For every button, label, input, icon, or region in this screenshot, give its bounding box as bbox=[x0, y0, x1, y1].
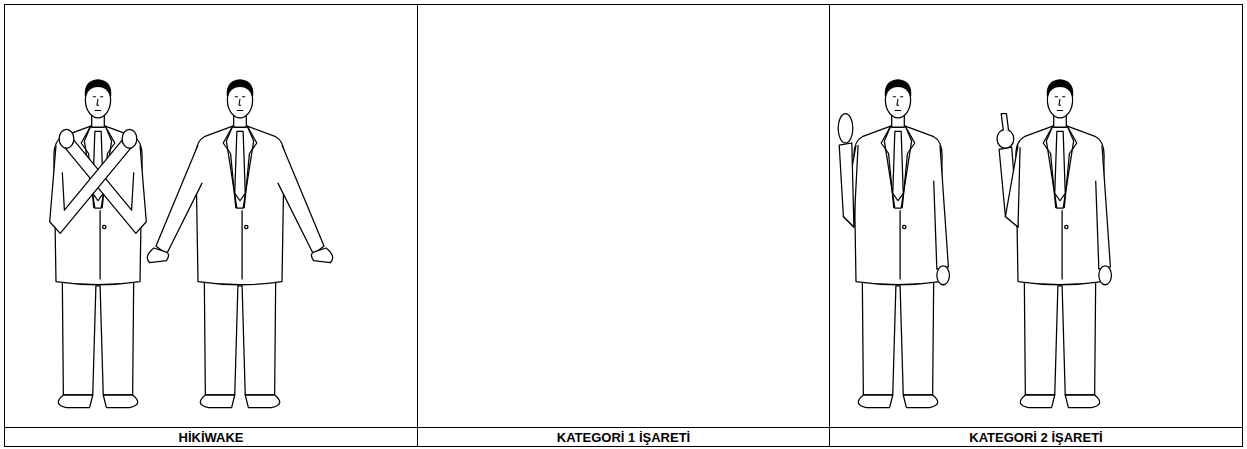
referee-body bbox=[1016, 80, 1104, 408]
cell-caption: KATEGORİ 1 İŞARETİ bbox=[557, 431, 690, 444]
cell-caption: KATEGORİ 2 İŞARETİ bbox=[969, 431, 1102, 444]
open-arms bbox=[147, 145, 332, 263]
referee-arm bbox=[934, 145, 950, 285]
table-cell: KATEGORİ 1 İŞARETİ bbox=[418, 428, 829, 447]
referee-arm bbox=[1096, 145, 1112, 285]
raised-arm bbox=[997, 114, 1020, 227]
cell-caption: HİKİWAKE bbox=[179, 431, 244, 444]
crossed-arms bbox=[50, 129, 147, 233]
table-border bbox=[5, 5, 1243, 447]
referee-figure bbox=[147, 80, 332, 408]
raised-arm bbox=[838, 114, 858, 227]
column-divider bbox=[417, 5, 418, 447]
referee-figure bbox=[838, 80, 949, 408]
table-grid bbox=[5, 5, 1243, 447]
table-cell: KATEGORİ 2 İŞARETİ bbox=[830, 428, 1242, 447]
referee-body bbox=[196, 80, 284, 408]
table-cell: HİKİWAKE bbox=[5, 428, 417, 447]
referee-body bbox=[54, 80, 142, 408]
column-divider bbox=[829, 5, 830, 447]
referee-body bbox=[854, 80, 942, 408]
referee-figure bbox=[50, 80, 147, 408]
referee-figure bbox=[997, 80, 1111, 408]
row-divider bbox=[5, 427, 1243, 428]
